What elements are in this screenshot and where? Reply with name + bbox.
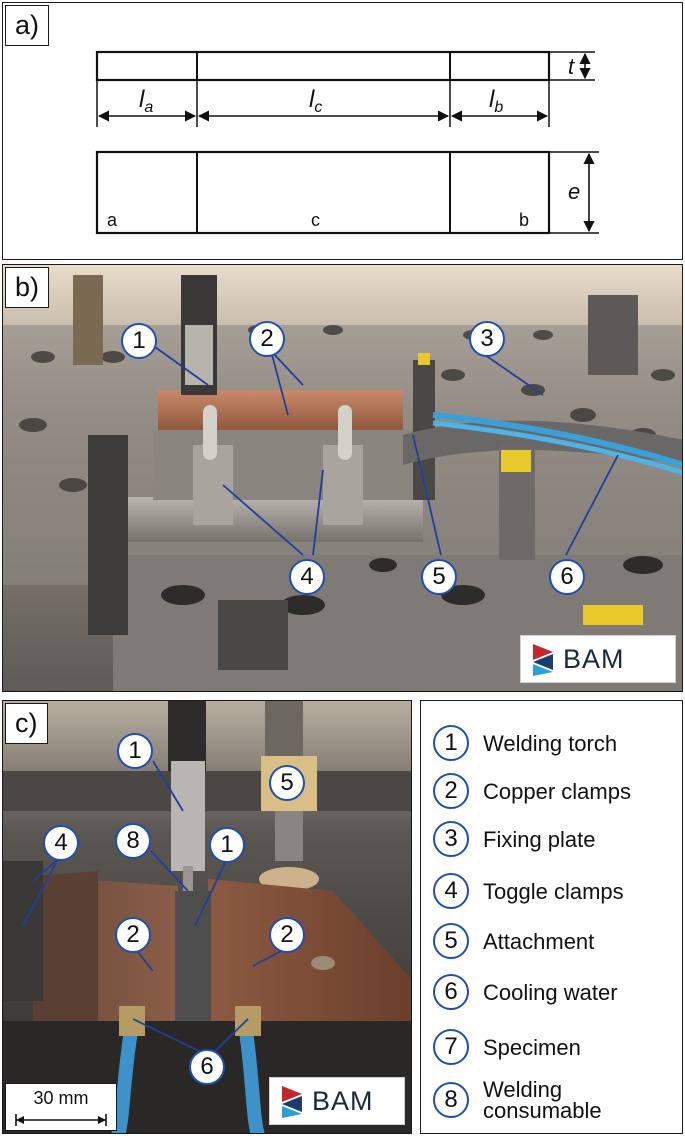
legend-label: Welding torch <box>483 730 618 756</box>
legend-number: 2 <box>433 773 469 809</box>
callout-b-2: 2 <box>249 321 285 357</box>
segment-c-label: c <box>311 210 320 230</box>
dim-la-label: la <box>139 86 153 116</box>
callout-c-1-torch: 1 <box>117 733 153 769</box>
legend-item-7: 7 Specimen <box>433 1029 581 1065</box>
specimen-front-view <box>95 150 551 235</box>
scale-bar-line <box>15 1114 107 1126</box>
fixture-photo <box>3 265 682 691</box>
legend-label: Welding consumable <box>483 1077 602 1123</box>
legend-label: Toggle clamps <box>483 878 624 904</box>
legend-label: Cooling water <box>483 979 618 1005</box>
dim-t-label: t <box>568 54 575 79</box>
legend-item-1: 1 Welding torch <box>433 725 617 761</box>
callout-c-1: 1 <box>209 827 245 863</box>
panel-c-closeup-photo: c) 1 8 1 5 4 2 2 6 30 mm <box>2 700 412 1134</box>
legend-number: 6 <box>433 974 469 1010</box>
legend-item-2: 2 Copper clamps <box>433 773 631 809</box>
bam-logo-text: BAM <box>312 1085 374 1116</box>
callout-b-4: 4 <box>289 559 325 595</box>
bam-logo-text: BAM <box>563 643 625 674</box>
legend-number: 7 <box>433 1029 469 1065</box>
bam-logo-icon <box>533 644 553 676</box>
scale-bar: 30 mm <box>5 1083 117 1131</box>
legend-box: 1 Welding torch 2 Copper clamps 3 Fixing… <box>420 700 683 1134</box>
legend-number: 1 <box>433 725 469 761</box>
segment-a-label: a <box>107 210 118 230</box>
callout-c-2-right: 2 <box>269 917 305 953</box>
dim-e-label: e <box>568 179 580 204</box>
legend-label-line2: consumable <box>483 1098 602 1123</box>
specimen-side-view <box>95 50 551 82</box>
legend-number: 3 <box>433 821 469 857</box>
callout-b-1: 1 <box>121 323 157 359</box>
legend-number: 8 <box>433 1082 469 1118</box>
legend-item-8: 8 Welding consumable <box>433 1077 602 1123</box>
legend-item-5: 5 Attachment <box>433 923 594 959</box>
callout-c-4: 4 <box>43 825 79 861</box>
bam-logo-icon <box>282 1086 302 1118</box>
bam-logo-c: BAM <box>269 1077 405 1125</box>
callout-c-6: 6 <box>189 1049 225 1085</box>
callout-c-5: 5 <box>269 765 305 801</box>
dim-lc-label: lc <box>309 86 322 116</box>
panel-label-c: c) <box>5 703 48 744</box>
segment-b-label: b <box>519 210 529 230</box>
panel-a-schematic: a) la lc lb t a c b <box>2 2 683 260</box>
legend-label: Specimen <box>483 1034 581 1060</box>
legend-item-3: 3 Fixing plate <box>433 821 596 857</box>
callout-b-5: 5 <box>421 559 457 595</box>
callout-c-2-left: 2 <box>115 917 151 953</box>
callout-b-6: 6 <box>549 559 585 595</box>
panel-label-a: a) <box>5 5 50 46</box>
legend-item-6: 6 Cooling water <box>433 974 618 1010</box>
specimen-schematic: la lc lb t a c b e <box>95 50 599 235</box>
legend-label-line1: Welding <box>483 1077 563 1102</box>
callout-c-8: 8 <box>115 823 151 859</box>
legend-label: Copper clamps <box>483 778 631 804</box>
legend-item-4: 4 Toggle clamps <box>433 873 624 909</box>
legend-number: 4 <box>433 873 469 909</box>
panel-label-b: b) <box>5 267 50 308</box>
legend-label: Fixing plate <box>483 826 596 852</box>
callout-b-3: 3 <box>469 321 505 357</box>
legend-label: Attachment <box>483 928 595 954</box>
dim-lb-label: lb <box>489 86 503 116</box>
bam-logo-b: BAM <box>520 635 676 683</box>
panel-b-fixture-photo: b) 1 2 3 4 5 6 BAM <box>2 264 683 692</box>
legend-number: 5 <box>433 923 469 959</box>
scale-bar-label: 30 mm <box>33 1088 89 1108</box>
